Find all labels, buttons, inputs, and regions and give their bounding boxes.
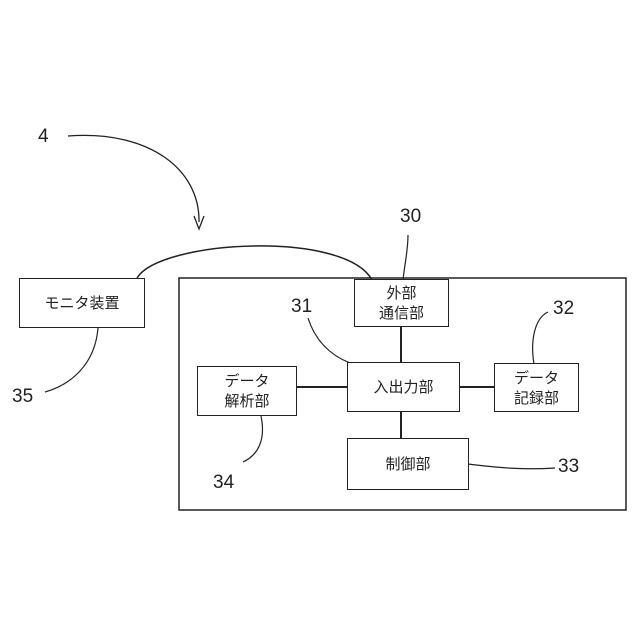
ref-32: 32 xyxy=(553,298,574,320)
ref-34: 34 xyxy=(213,472,234,494)
ref-35: 35 xyxy=(12,386,33,408)
data-record-block: データ 記録部 xyxy=(494,363,579,412)
data-analysis-block: データ 解析部 xyxy=(197,366,297,416)
ref-31: 31 xyxy=(291,296,312,318)
ref-30: 30 xyxy=(400,206,421,228)
leader-30 xyxy=(403,235,408,280)
external-comm-line2: 通信部 xyxy=(379,303,424,323)
leader-32 xyxy=(533,312,548,364)
ref-33: 33 xyxy=(558,456,579,478)
io-label: 入出力部 xyxy=(373,377,433,397)
leader-33 xyxy=(468,464,555,469)
leader-34 xyxy=(243,416,262,462)
system-pointer-curve xyxy=(68,135,199,222)
monitor-block: モニタ装置 xyxy=(19,278,145,328)
io-block: 入出力部 xyxy=(347,362,460,412)
data-record-line2: 記録部 xyxy=(514,388,559,408)
external-comm-line1: 外部 xyxy=(386,283,416,303)
leader-35 xyxy=(45,328,98,392)
external-comm-block: 外部 通信部 xyxy=(354,279,449,327)
ref-4: 4 xyxy=(38,126,49,148)
control-block: 制御部 xyxy=(347,438,469,490)
monitor-label: モニタ装置 xyxy=(44,293,119,313)
data-record-line1: データ xyxy=(514,368,559,388)
data-analysis-line1: データ xyxy=(224,371,269,391)
data-analysis-line2: 解析部 xyxy=(224,391,269,411)
leader-31 xyxy=(308,318,350,363)
control-label: 制御部 xyxy=(385,454,430,474)
monitor-link-curve xyxy=(137,246,372,280)
